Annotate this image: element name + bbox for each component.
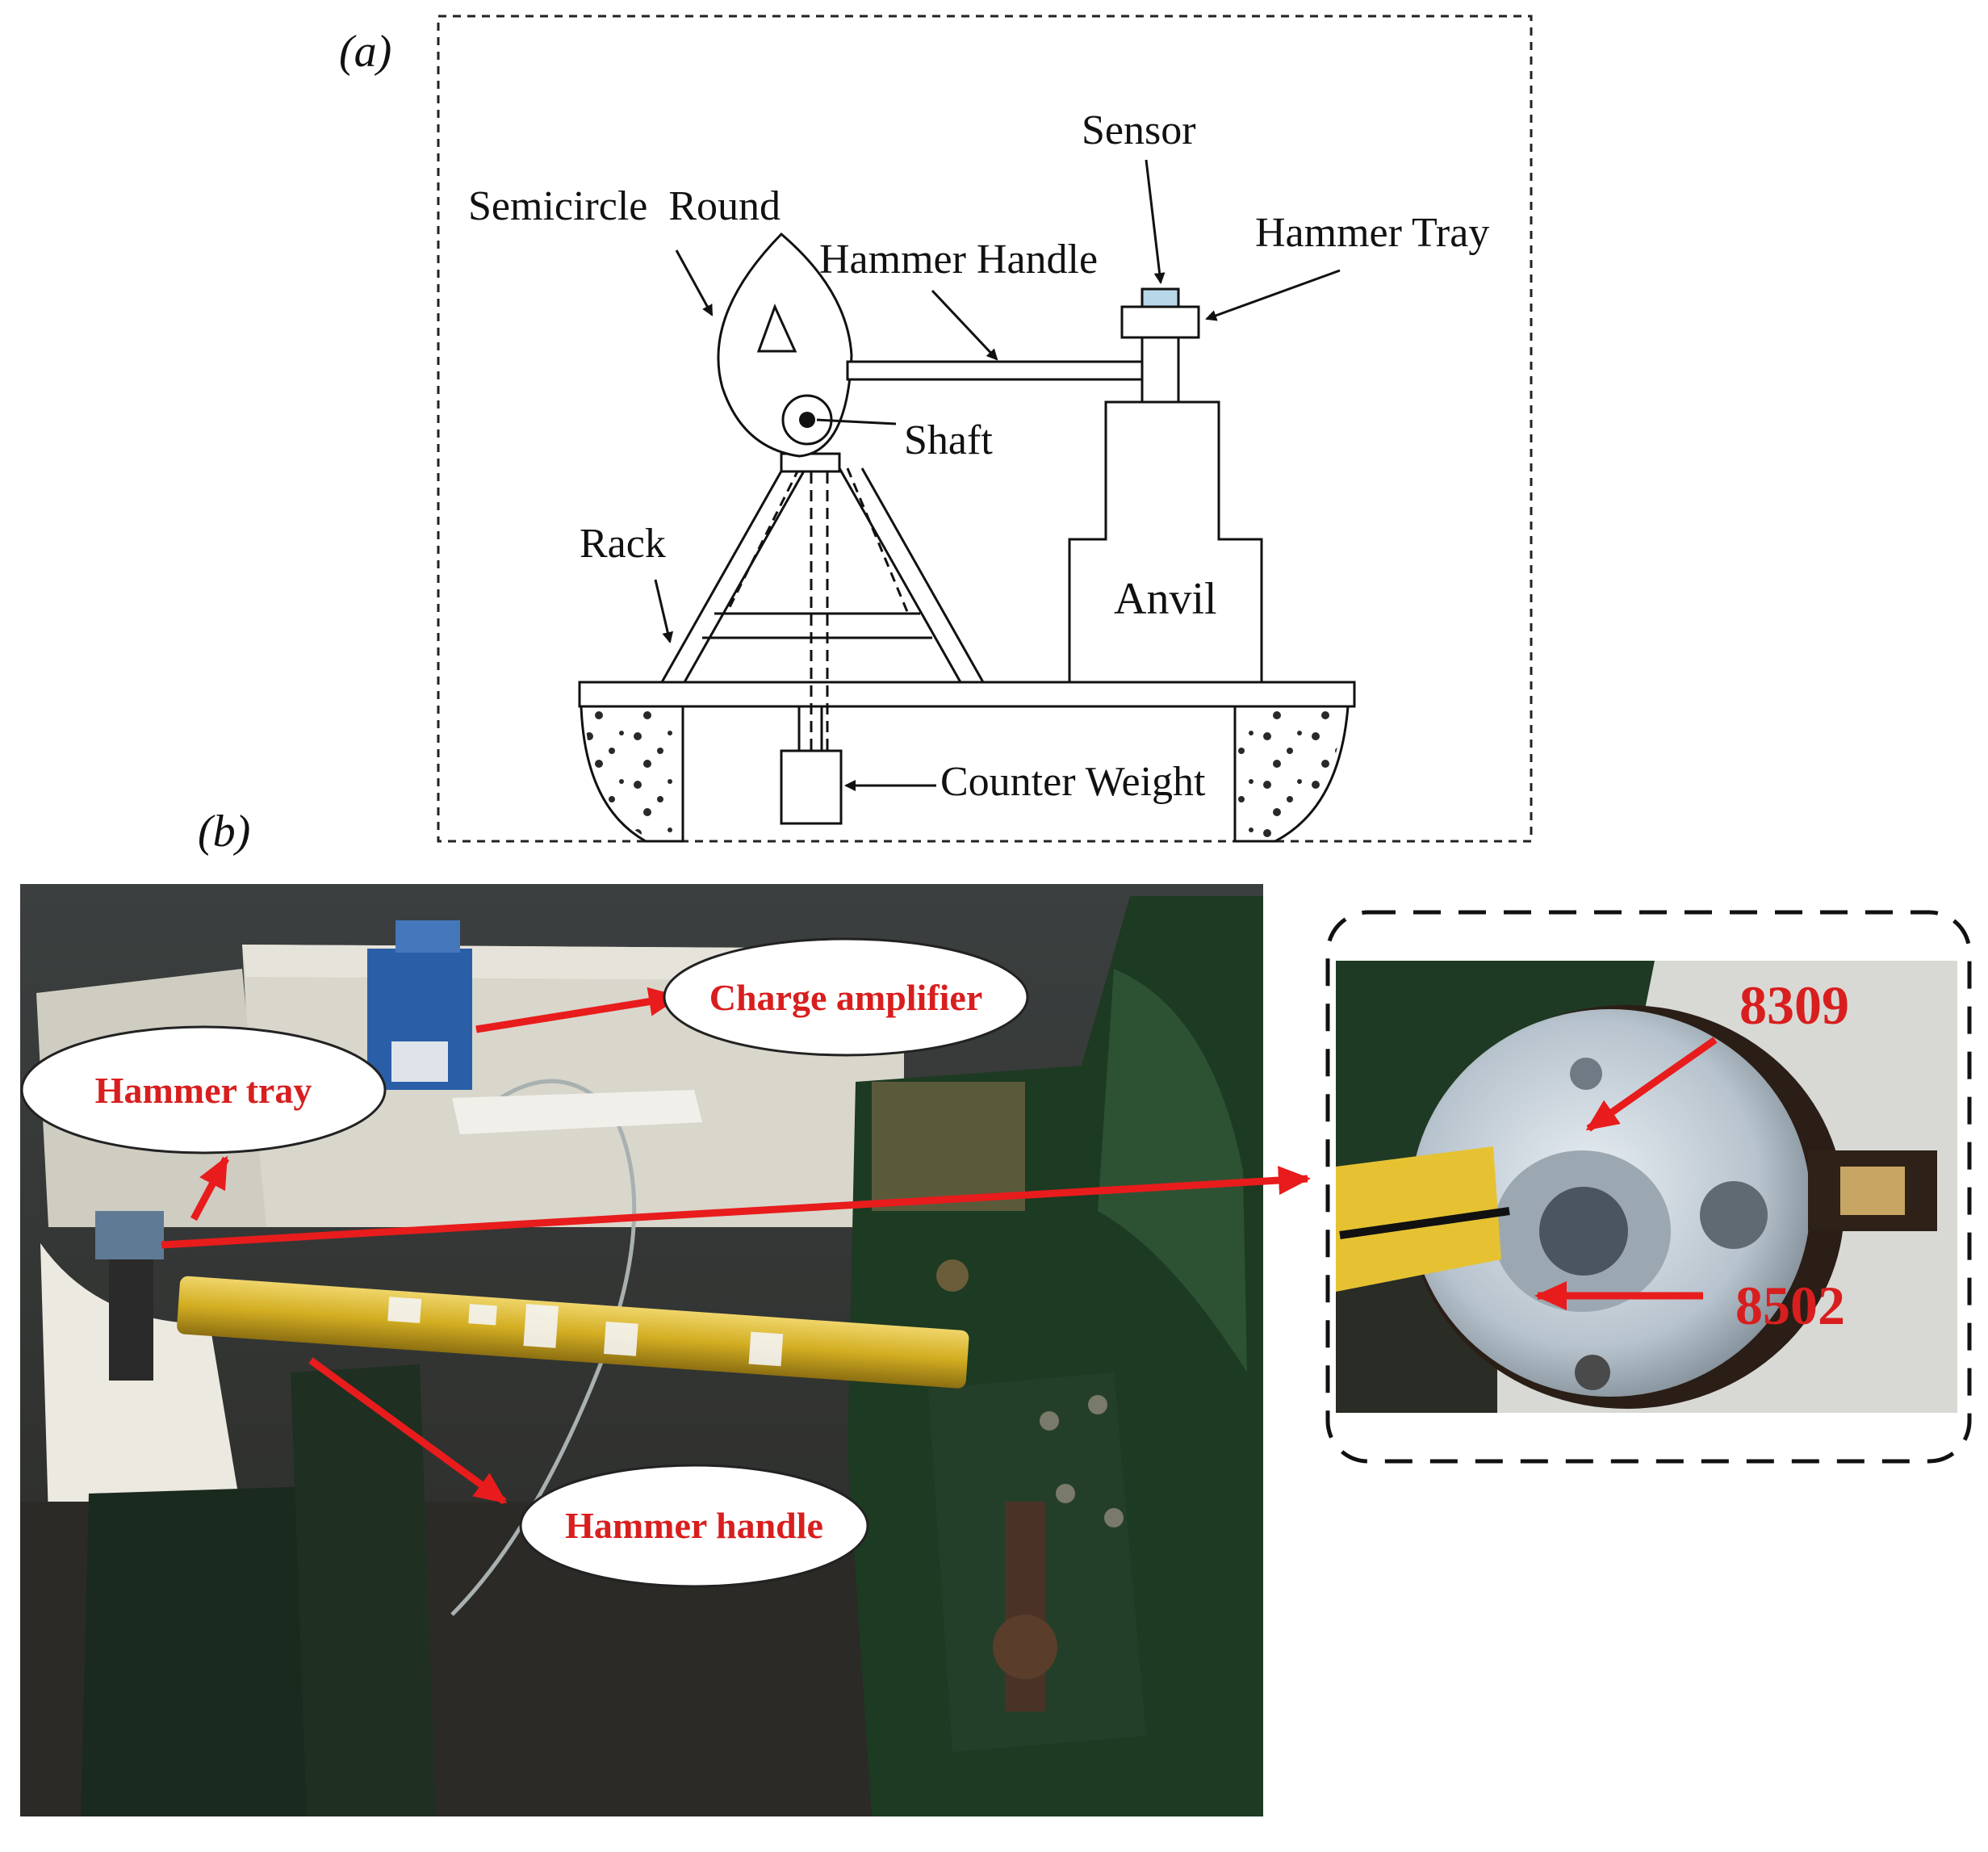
callout-hammer-handle: Hammer handle [308,1357,869,1588]
label-hammer-handle: Hammer Handle [819,237,1098,283]
label-anvil: Anvil [1114,574,1217,624]
counter-weight-block [780,749,843,825]
callout-hammer-handle-text: Hammer handle [565,1505,823,1546]
label-hammer-tray: Hammer Tray [1255,210,1489,256]
callout-hammer-tray-text: Hammer tray [95,1070,312,1111]
rack [660,467,985,751]
rack-top-block [780,452,841,473]
panel-a: (a) [339,15,1533,843]
callout-hammer-tray: Hammer tray [20,1025,387,1221]
hammer-post [1140,336,1180,404]
hammer-handle-pipe [177,1276,969,1389]
label-rack: Rack [580,521,666,567]
label-semicircle-round: Semicircle Round [468,183,781,229]
inset-zoom: 8309 8502 [1325,910,1972,1464]
sensor-block [1140,287,1180,308]
inset-label-upper: 8309 [1739,974,1849,1036]
panel-b: (b) [20,807,1972,1816]
hammer-tray-block [95,1211,164,1259]
hammer-handle-bar [846,360,1144,381]
semicircle-window [756,304,797,353]
inset-label-lower: 8502 [1735,1275,1845,1336]
label-sensor: Sensor [1082,107,1196,153]
base-beam [578,681,1356,708]
callout-charge-amplifier-text: Charge amplifier [709,977,983,1018]
label-shaft: Shaft [904,417,993,463]
tray-to-inset-arrow [161,1166,1311,1249]
label-counter-weight: Counter Weight [940,759,1206,805]
panel-b-tag: (b) [198,807,250,857]
hammer-tray-plate [1120,305,1200,339]
panel-a-tag: (a) [339,27,391,77]
main-photo [20,884,1263,1816]
callout-charge-amplifier: Charge amplifier [475,937,1029,1057]
anvil [1068,400,1263,684]
